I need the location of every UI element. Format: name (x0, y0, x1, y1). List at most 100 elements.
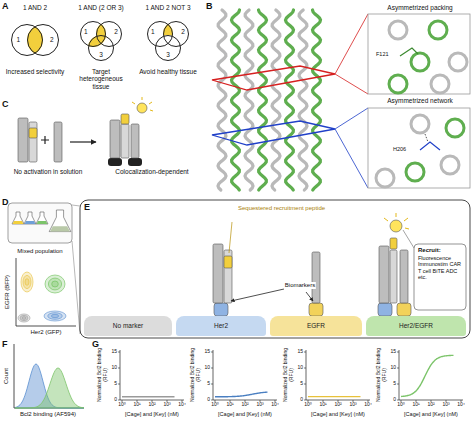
cage-key-schematic-part (150, 110, 153, 111)
tick-label: 15 (297, 349, 303, 355)
tick-label: 10 (204, 365, 210, 371)
helix-bundle-part (299, 10, 307, 190)
helix-bundle-part (313, 10, 321, 190)
marker-band: Her2/EGFR (366, 316, 466, 336)
state-caption: Colocalization-dependent (106, 168, 198, 175)
cell-culture-icons-part (72, 241, 80, 334)
description: Increased selectivity (4, 68, 66, 75)
venn-fill (27, 21, 189, 61)
cell-culture-icons-part (12, 212, 24, 224)
helix-bundle-part (232, 10, 240, 190)
inset-panel-part (441, 156, 459, 174)
helix-bundle-part (218, 10, 226, 190)
titration-plots-part (213, 350, 277, 400)
titration-plots-part (118, 400, 120, 401)
titration-plots-part (211, 368, 213, 369)
set-number: 3 (166, 51, 170, 58)
logic-caption: 1 AND 2 NOT 3 (145, 4, 190, 11)
cage-key-schematic-part (54, 122, 62, 162)
cage-key-schematic-part (132, 102, 135, 104)
band-label: Her2 (214, 322, 228, 329)
tick-label: 10⁴ (178, 402, 186, 408)
tick-label: 10⁰ (211, 402, 219, 408)
venn-fill-part (155, 35, 181, 61)
tick-label: 10⁴ (457, 402, 465, 408)
scatter-plot-part (44, 311, 66, 321)
cage-key-schematic-part (128, 158, 142, 166)
panel-letter: E (84, 202, 90, 212)
tick-label: 15 (390, 349, 396, 355)
cage-key-schematic-part (29, 128, 37, 138)
histogram (14, 344, 84, 408)
scatter-plot-part (23, 275, 31, 288)
set-number: 2 (114, 28, 118, 35)
scatter-plot-part (52, 281, 59, 287)
scatter-plot-part (51, 314, 58, 317)
cage-key-schematic-part (110, 120, 120, 158)
tick-label: 10⁴ (271, 402, 279, 408)
titration-plots-part (304, 352, 306, 353)
axis-label: EGFR (BFP) (4, 275, 11, 309)
tick-label: 0 (207, 397, 210, 403)
cell-surface-panel-part (384, 218, 388, 221)
inset-panel-part (389, 75, 407, 93)
tick-label: 5 (207, 381, 210, 387)
cell-surface-panel-part (213, 244, 223, 303)
set-number: 3 (99, 51, 103, 58)
state-caption: No activation in solution (4, 168, 92, 175)
tick-label: 10³ (163, 402, 170, 408)
tick-label: 10² (241, 402, 248, 408)
set-number: 2 (50, 36, 54, 43)
cell-surface-panel-part (229, 222, 232, 253)
logic-caption: 1 AND (2 OR 3) (78, 4, 124, 11)
helix-bundle-part (212, 66, 335, 90)
residue-label: F121 (375, 51, 390, 57)
marker-band: EGFR (270, 316, 362, 336)
tick-label: 10⁰ (397, 402, 405, 408)
panel-letter: D (2, 197, 9, 207)
tick-label: 10 (297, 365, 303, 371)
inset-panel-part (425, 134, 428, 142)
tick-label: 10⁴ (364, 402, 372, 408)
helix-bundle-part (272, 10, 280, 190)
cell-surface-panel-part (231, 289, 284, 301)
scatter-plot-part (25, 279, 29, 286)
list-title: Recruit: (418, 247, 441, 254)
tick-label: 5 (300, 381, 303, 387)
cell-surface-panel-part (224, 256, 232, 268)
axis-label: Normalized Bcl2 binding (RFU) (97, 347, 109, 403)
cage-key-schematic-part (70, 141, 96, 142)
residue-label: H206 (392, 146, 407, 152)
cage-key-schematic (18, 97, 153, 166)
tick-label: 10⁰ (118, 402, 126, 408)
histogram-part (14, 344, 84, 408)
panel-letter: B (206, 1, 213, 11)
inset-panel-part (368, 14, 470, 94)
titration-plots-part (211, 400, 213, 401)
scatter-plot-part (20, 315, 28, 320)
cell-surface-panel-part (405, 228, 409, 229)
panel-letter: A (2, 1, 9, 11)
tick-label: 5 (393, 381, 396, 387)
inset-title: Asymmetrized packing (387, 4, 452, 11)
cell-culture-icons-part (49, 210, 71, 232)
titration-plots-part (211, 384, 213, 385)
inset-panel-part (368, 108, 470, 188)
cell-culture-icons-part (37, 221, 48, 224)
inset-panel (368, 14, 470, 188)
helix-bundle-part (245, 10, 253, 190)
venn-circle: 2 (163, 21, 189, 47)
cell-culture-icons-part (72, 205, 80, 206)
inset-panel-part (400, 48, 418, 56)
venn-circle: 2 (27, 24, 59, 56)
cell-surface-panel-part (404, 218, 408, 221)
description: Target heterogeneous tissue (70, 68, 132, 90)
list-text: Fluorescence Immunostim CAR T cell BiTE … (418, 255, 464, 280)
tick-label: 0 (393, 397, 396, 403)
histogram-part (15, 364, 84, 408)
tick-label: 10² (148, 402, 155, 408)
cage-key-schematic-part (121, 124, 129, 158)
titration-plots-part (118, 368, 120, 369)
cage-key-schematic-part (142, 97, 143, 100)
cell-surface-panel-part (390, 220, 402, 232)
